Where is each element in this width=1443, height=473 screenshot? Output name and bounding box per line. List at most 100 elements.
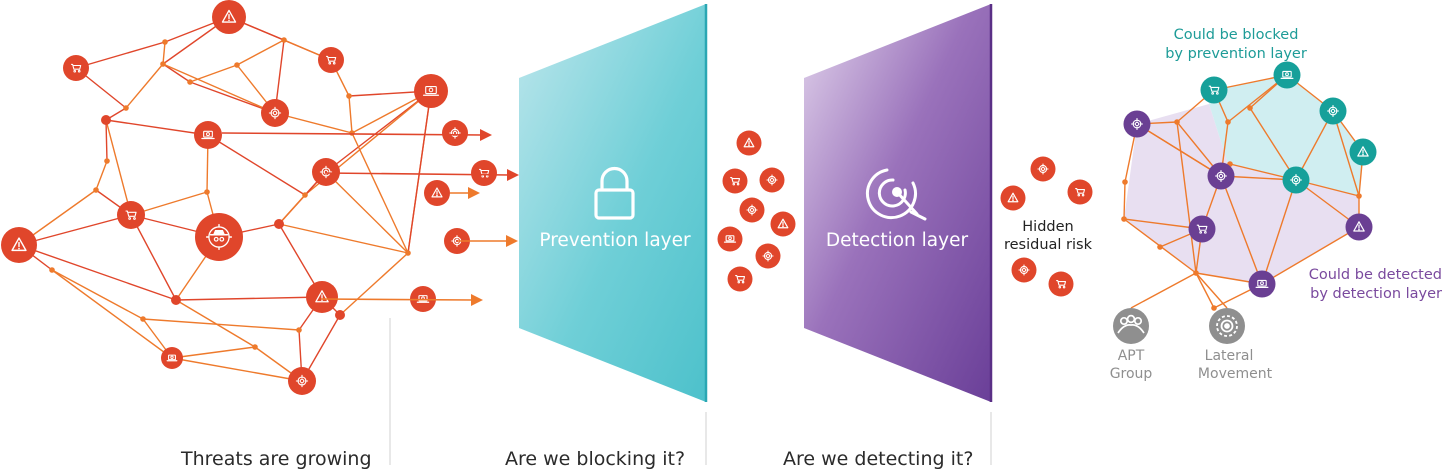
cart-icon — [1056, 279, 1067, 289]
network-junction — [123, 105, 129, 111]
network-link — [18, 214, 132, 246]
warning-icon — [11, 237, 27, 252]
network-junction — [160, 61, 166, 67]
network-link — [351, 132, 409, 254]
network-junction — [93, 187, 99, 193]
network-junction — [346, 93, 352, 99]
threat-node — [471, 160, 497, 186]
network-link — [325, 90, 432, 173]
threat-node — [117, 201, 145, 229]
network-link — [18, 244, 177, 301]
detected-annotation-line1: Could be detected — [1309, 267, 1442, 283]
network-junction — [1211, 305, 1217, 311]
cart-icon — [730, 176, 741, 186]
target-icon — [449, 127, 461, 139]
target-icon — [1215, 170, 1227, 182]
network-link — [278, 223, 409, 254]
target-icon — [1290, 174, 1302, 186]
detectable-threat-node — [1207, 162, 1235, 190]
warning-icon — [1007, 192, 1019, 203]
network-link — [162, 63, 191, 83]
detecting-caption: Are we detecting it? — [783, 448, 974, 470]
threats-past-prevention — [717, 130, 796, 292]
threat-node — [722, 168, 748, 194]
threat-node — [1011, 257, 1037, 283]
detectable-threat-node — [1345, 213, 1373, 241]
apt-label-line2: Group — [1110, 366, 1153, 382]
warning-icon — [431, 187, 443, 198]
threat-node — [414, 74, 448, 108]
blocking-caption: Are we blocking it? — [505, 448, 686, 470]
network-junction — [281, 37, 287, 43]
network-link — [1195, 272, 1228, 309]
threat-node — [1, 227, 37, 263]
network-link — [1332, 110, 1360, 197]
hidden-risk-threats — [1000, 156, 1093, 297]
network-link — [1195, 272, 1215, 309]
network-link — [278, 194, 306, 225]
target-icon — [1018, 264, 1030, 276]
network-link — [325, 171, 409, 254]
detectable-threat-node — [1123, 110, 1151, 138]
classified-network-nodes — [1123, 61, 1377, 298]
prevention-layer-label: Prevention layer — [539, 230, 691, 251]
network-link — [171, 346, 256, 359]
target-icon — [295, 374, 309, 388]
blocked-annotation-line2: by prevention layer — [1165, 46, 1307, 62]
network-junction — [1174, 119, 1180, 125]
network-link — [1249, 107, 1297, 181]
target-icon — [268, 106, 282, 120]
threat-node — [755, 243, 781, 269]
cart-icon — [1208, 85, 1220, 95]
warning-icon — [777, 218, 789, 229]
laptop-skull-icon — [1255, 279, 1269, 288]
cart-icon — [1196, 224, 1208, 234]
cart-icon — [1075, 187, 1086, 197]
hidden-risk-label-line1: Hidden — [1022, 219, 1073, 235]
threat-node — [212, 0, 246, 34]
prevention-panel — [519, 4, 706, 402]
network-junction — [1122, 179, 1128, 185]
cart-icon — [71, 63, 82, 73]
network-link — [130, 214, 177, 301]
network-link — [51, 269, 173, 359]
network-junction — [405, 250, 411, 256]
apt-group-node — [1113, 308, 1149, 344]
threat-node — [1067, 179, 1093, 205]
network-junction — [335, 310, 345, 320]
people-icon — [1117, 314, 1145, 334]
network-link — [407, 90, 432, 254]
target-icon — [1327, 105, 1339, 117]
preventable-threat-node — [1319, 97, 1347, 125]
network-link — [1176, 121, 1197, 274]
arrow-head — [471, 294, 483, 306]
network-link — [1261, 179, 1297, 285]
warning-icon — [743, 137, 755, 148]
network-link — [207, 134, 306, 196]
threat-node — [161, 347, 183, 369]
network-link — [1123, 181, 1126, 220]
detectable-threat-node — [1248, 270, 1276, 298]
threat-node — [1048, 271, 1074, 297]
threat-node — [442, 120, 468, 146]
network-link — [75, 41, 166, 69]
network-link — [1261, 226, 1360, 285]
target-icon — [1037, 163, 1049, 175]
threat-node — [261, 99, 289, 127]
threat-node — [736, 130, 762, 156]
arrow-head — [468, 187, 480, 199]
detection-layer: Detection layer — [804, 4, 993, 402]
classified-network-junctions — [1121, 105, 1362, 311]
target-icon — [762, 250, 774, 262]
network-link — [1130, 272, 1197, 309]
laptop-skull-icon — [166, 354, 178, 362]
network-junction — [252, 344, 258, 350]
threat-node — [318, 47, 344, 73]
threat-node — [739, 197, 765, 223]
network-junction — [274, 219, 284, 229]
padlock-icon — [594, 166, 635, 220]
network-link — [236, 39, 285, 66]
network-link — [171, 357, 303, 382]
incoming-threat-arrows — [221, 129, 519, 306]
arrow-head — [506, 235, 518, 247]
